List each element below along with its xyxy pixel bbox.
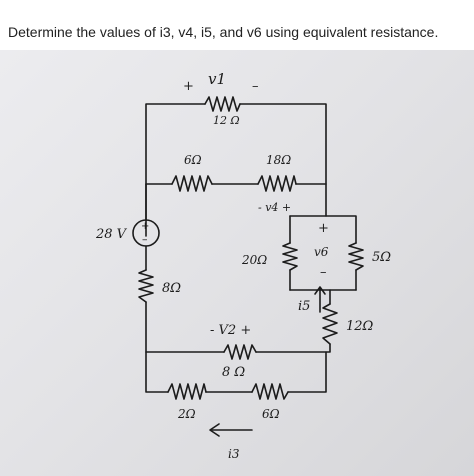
i3-arrow-icon	[209, 423, 253, 437]
r12-right-label: 12Ω	[346, 319, 374, 334]
r20-label: 20Ω	[241, 253, 267, 267]
r5-label: 5Ω	[372, 250, 391, 265]
r6-bottom-label: 6Ω	[262, 407, 280, 421]
wire-mid-right	[295, 183, 327, 217]
wire-top-right	[239, 103, 327, 185]
question-text: Determine the values of i3, v4, i5, and …	[8, 24, 439, 40]
wire-left-lower	[145, 301, 169, 393]
wires	[145, 103, 357, 393]
v2-label: - V2 +	[210, 323, 251, 338]
resistor-20	[282, 242, 298, 271]
r18-label: 18Ω	[266, 153, 291, 167]
v1-plus-label: +	[183, 79, 194, 94]
r6-label: 6Ω	[184, 153, 202, 167]
v1-name-label: v1	[208, 70, 226, 88]
resistor-12-right	[322, 303, 338, 345]
v6-minus-label: –	[320, 265, 327, 280]
voltage-source-symbol	[132, 219, 160, 247]
r2-label: 2Ω	[177, 407, 196, 421]
v6-name-label: v6	[314, 245, 329, 259]
i3-name-label: i3	[228, 447, 240, 461]
wire-box-top	[289, 215, 357, 244]
resistor-8-mid	[223, 344, 257, 360]
r8-mid-label: 8 Ω	[222, 365, 245, 380]
resistor-5	[348, 242, 364, 271]
paper-sheet	[0, 50, 474, 476]
source-plus: +	[141, 221, 149, 232]
wire-top-left	[145, 103, 206, 237]
question-header: Determine the values of i3, v4, i5, and …	[0, 0, 474, 50]
r12-top-label: 12 Ω	[213, 114, 240, 127]
resistor-18	[257, 175, 297, 192]
i5-name-label: i5	[298, 299, 310, 314]
resistor-8-left	[138, 269, 154, 303]
resistor-6-bottom	[251, 383, 289, 400]
v1-minus-label: –	[252, 79, 259, 94]
v4-label: - v4 +	[258, 201, 291, 214]
source-value-label: 28 V	[95, 227, 128, 242]
resistor-12-top	[204, 96, 241, 112]
r8-left-label: 8Ω	[162, 281, 181, 296]
resistor-6	[171, 175, 213, 192]
v6-plus-label: +	[318, 221, 329, 236]
resistor-2	[167, 383, 207, 400]
source-minus: –	[142, 233, 148, 246]
i5-arrow-icon	[314, 286, 326, 313]
